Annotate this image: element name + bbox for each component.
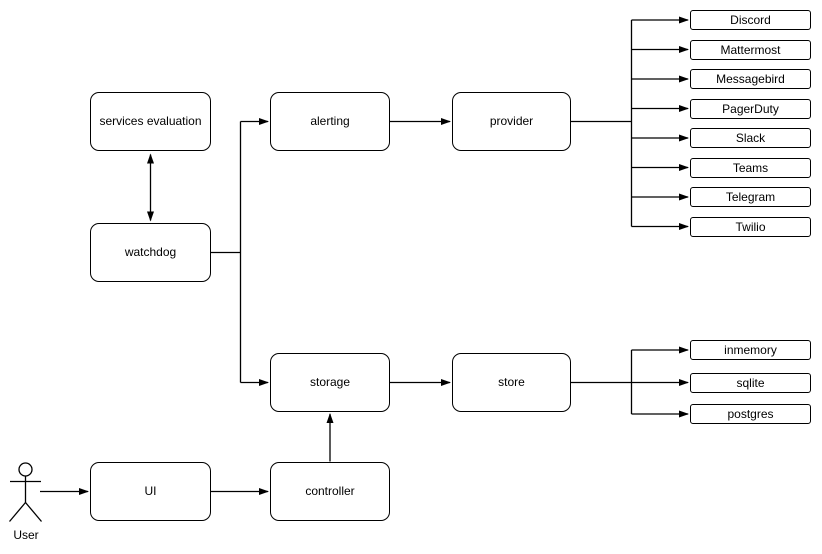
user-actor-icon bbox=[9, 462, 42, 522]
node-store-postgres: postgres bbox=[690, 404, 811, 424]
node-store-sqlite: sqlite bbox=[690, 372, 811, 393]
node-provider-discord: Discord bbox=[690, 10, 811, 30]
node-services-evaluation: services evaluation bbox=[90, 92, 211, 151]
node-provider: provider bbox=[452, 92, 571, 151]
leaf-label: Discord bbox=[730, 13, 771, 27]
node-provider-twilio: Twilio bbox=[690, 216, 811, 237]
edge-provider-fanout bbox=[571, 16, 689, 230]
edge-store-fanout bbox=[571, 346, 689, 418]
edge-watchdog-branch bbox=[211, 118, 269, 386]
node-controller: controller bbox=[270, 462, 390, 521]
leaf-label: Mattermost bbox=[720, 42, 781, 57]
actor-label: User bbox=[13, 528, 39, 542]
leaf-label: Twilio bbox=[735, 219, 766, 234]
node-ui: UI bbox=[90, 462, 211, 521]
node-watchdog: watchdog bbox=[90, 223, 211, 282]
leaf-label: Messagebird bbox=[716, 72, 785, 86]
node-provider-telegram: Telegram bbox=[690, 187, 811, 207]
node-label: services evaluation bbox=[99, 113, 202, 128]
leaf-label: Teams bbox=[732, 160, 769, 175]
leaf-label: sqlite bbox=[736, 375, 765, 390]
node-label: provider bbox=[489, 113, 534, 128]
leaf-label: inmemory bbox=[724, 343, 777, 357]
node-label: controller bbox=[305, 483, 355, 498]
node-label: store bbox=[498, 374, 525, 389]
leaf-label: Telegram bbox=[725, 190, 776, 204]
leaf-label: Slack bbox=[735, 131, 766, 145]
leaf-label: postgres bbox=[727, 407, 774, 421]
node-provider-slack: Slack bbox=[690, 128, 811, 148]
node-label: UI bbox=[144, 483, 157, 498]
node-provider-pagerduty: PagerDuty bbox=[690, 98, 811, 119]
node-alerting: alerting bbox=[270, 92, 390, 151]
node-label: storage bbox=[309, 374, 351, 389]
node-provider-mattermost: Mattermost bbox=[690, 39, 811, 60]
node-storage: storage bbox=[270, 353, 390, 412]
node-provider-teams: Teams bbox=[690, 157, 811, 178]
leaf-label: PagerDuty bbox=[722, 101, 779, 116]
node-store-inmemory: inmemory bbox=[690, 340, 811, 360]
node-label: watchdog bbox=[124, 244, 177, 259]
node-provider-messagebird: Messagebird bbox=[690, 69, 811, 89]
node-store: store bbox=[452, 353, 571, 412]
node-label: alerting bbox=[310, 113, 350, 128]
